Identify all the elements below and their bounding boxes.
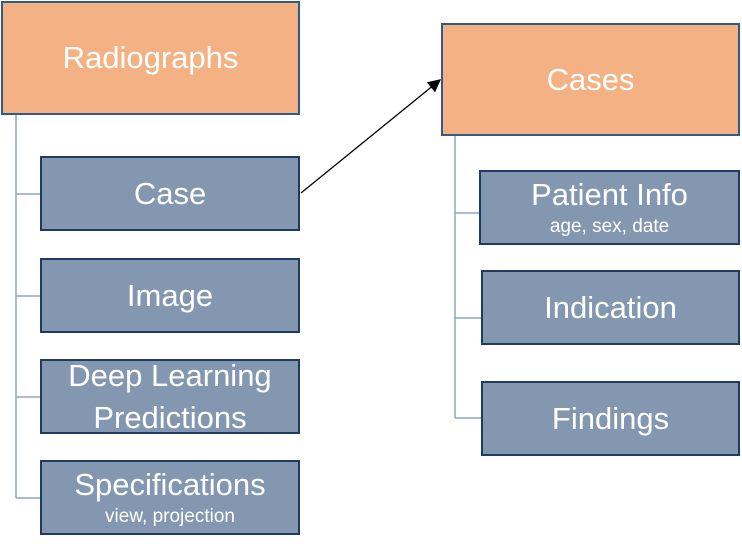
radiographs-header: Radiographs (1, 1, 300, 115)
right-item-findings-label: Findings (551, 400, 670, 436)
right-item-patient-info-label: Patient Info (531, 176, 688, 212)
left-item-specifications: Specifications view, projection (40, 460, 300, 535)
right-item-patient-info-sub: age, sex, date (549, 216, 670, 238)
left-item-case: Case (40, 156, 300, 231)
cases-header-label: Cases (546, 61, 635, 97)
left-item-deep-learning-predictions-label: Deep Learning Predictions (68, 357, 272, 435)
right-item-indication: Indication (481, 270, 740, 345)
cases-header: Cases (441, 23, 740, 136)
left-item-image-label: Image (126, 277, 214, 313)
radiographs-header-label: Radiographs (62, 40, 239, 76)
right-item-indication-label: Indication (544, 289, 677, 325)
right-item-findings: Findings (481, 381, 740, 456)
case-to-cases-arrow (300, 79, 442, 194)
left-item-image: Image (40, 258, 300, 333)
left-item-specifications-sub: view, projection (105, 506, 235, 528)
left-item-deep-learning-predictions: Deep Learning Predictions (40, 358, 300, 435)
left-item-specifications-label: Specifications (74, 466, 266, 502)
right-item-patient-info: Patient Info age, sex, date (479, 170, 740, 245)
left-item-case-label: Case (133, 175, 207, 211)
